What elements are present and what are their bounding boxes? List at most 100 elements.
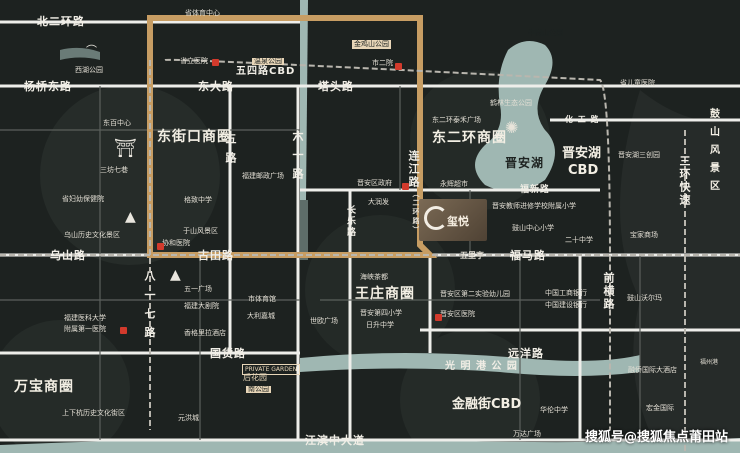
road-label-guohuo: 国货路 [210, 347, 246, 360]
hospital-icon [155, 240, 164, 251]
poi-fujian-ydx2: 附属第一医院 [64, 325, 106, 333]
poi-sheng-ertong: 省儿童医院 [620, 79, 655, 87]
district-gushan-5: 区 [710, 181, 721, 192]
jinan-lake [475, 41, 555, 192]
poi-sheng-fuyou: 省妇幼保健院 [62, 195, 104, 203]
road-label-bayiqi: 八 一 七 路 [143, 270, 156, 340]
road-label-fuxin: 福新路 [520, 185, 551, 195]
road-label-jiangbin: 江滨中大道 [305, 434, 365, 447]
district-gushan-3: 风 [710, 145, 721, 156]
district-wangzhuang: 王庄商圈 [355, 286, 415, 302]
poi-private-garden: PRIVATE GARDEN [242, 364, 301, 375]
poi-fujian-ydx: 福建医科大学 [64, 314, 106, 322]
river [300, 0, 308, 200]
tower-icon: ▲ [170, 267, 181, 283]
poi-xihu: 西湖公园 [75, 66, 103, 74]
poi-rongqiao: 融侨国际大酒店 [628, 366, 677, 374]
road-label-sanhuan: 三环快速 [678, 155, 691, 207]
poi-shier: 市二院 [372, 59, 393, 67]
ferris-wheel-icon: ✺ [505, 118, 519, 137]
poi-wanda: 万达广场 [513, 430, 541, 438]
poi-hongjin: 宏金国际 [646, 404, 674, 412]
project-name: 玺悦 [447, 215, 469, 228]
road-label-yuanyang: 远洋路 [508, 347, 544, 360]
poi-yushan: 于山风景区 [183, 227, 218, 235]
pin-icon [400, 180, 409, 191]
road-label-wulizhen: 五里亭 [460, 251, 484, 260]
road-label-lianjiang-sub: （二环路） [412, 190, 420, 235]
poi-haixia: 海峡茶都 [360, 273, 388, 281]
hospital-icon [118, 324, 127, 335]
project-logo-icon [424, 206, 448, 230]
poi-jinan-er: 晋安区第二实验幼儿园 [440, 290, 510, 298]
poi-dali: 大利嘉城 [247, 312, 275, 320]
road-label-lianjiang: 连江路 [407, 150, 420, 189]
guangming-river [300, 353, 640, 376]
road-label-tatou: 塔头路 [318, 80, 354, 93]
poi-baojia: 宝家商场 [630, 231, 658, 239]
project-marker[interactable]: 玺悦 [419, 199, 487, 241]
poi-dongbai: 东百中心 [103, 119, 131, 127]
river [300, 200, 308, 260]
poi-xiangge: 香格里拉酒店 [184, 329, 226, 337]
poi-rishengzhong: 日升中学 [366, 321, 394, 329]
second-ring-road [147, 15, 438, 258]
poi-jinan-yy: 晋安区医院 [440, 310, 475, 318]
poi-jinan-gy: 南公园 [246, 385, 271, 393]
district-wanbao: 万宝商圈 [14, 379, 74, 395]
poi-gushan-zhong: 鼓山中心小学 [512, 224, 554, 232]
hospital-icon [433, 311, 442, 322]
poi-sheng-tiyu: 省体育中心 [185, 9, 220, 17]
hospital-icon [393, 60, 402, 71]
mountain-area [620, 90, 740, 453]
poi-jinniushan: 金鸡山公园 [352, 40, 391, 49]
poi-shijie: 世欧广场 [310, 317, 338, 325]
district-gushan-2: 山 [710, 127, 721, 138]
road-label-liulu: 六 一 路 [291, 130, 304, 181]
poi-jinan-shida: 晋安教师进修学校附属小学 [492, 202, 576, 210]
district-jinanhu-cbd-2: CBD [568, 163, 599, 178]
pagoda-icon: ▲ [125, 209, 136, 225]
bridge-icon: ⌒ [86, 44, 97, 57]
road-label-guangminggang: 光 明 港 公 园 [445, 361, 518, 372]
poi-yonghui: 永辉超市 [440, 180, 468, 188]
watermark: 搜狐号@搜狐焦点莆田站 [584, 430, 728, 445]
poi-gushan-woer: 鼓山沃尔玛 [627, 294, 662, 302]
poi-jinan-sansheng: 晋安湖三创园 [618, 151, 660, 159]
poi-dongerhuan-taihe: 东二环泰禾广场 [432, 116, 481, 124]
poi-fujian-daju: 福建大剧院 [184, 302, 219, 310]
poi-hecheng: 鹤林生态公园 [490, 99, 532, 107]
road-label-fuma: 福马路 [510, 249, 546, 262]
west-lake [60, 47, 100, 60]
poi-gecheng: 格致中学 [184, 196, 212, 204]
poi-yuanhong: 元洪城 [178, 414, 199, 422]
road-label-wusi-cbd: 五四路CBD [236, 66, 296, 77]
district-jinanhu: 晋安湖 [505, 156, 545, 170]
poi-huichuan: 华伦中学 [540, 406, 568, 414]
poi-houyuan: 后花园 [243, 373, 267, 382]
poi-zhongguo-js: 中国建设银行 [545, 301, 587, 309]
district-dongerhuan: 东二环商圈 [432, 130, 507, 146]
hospital-icon [210, 56, 219, 67]
district-dongjiekou: 东街口商圈 [157, 129, 232, 145]
road-label-wulu: 五 路 [224, 133, 237, 165]
poi-zhongguo-gs: 中国工商银行 [545, 289, 587, 297]
road-label-wushan: 乌山路 [50, 249, 86, 262]
poi-xiehe: 协和医院 [162, 239, 190, 247]
metro-lines [0, 58, 740, 453]
road-label-dongda: 东大路 [198, 80, 234, 93]
poi-fuzhou-gang: 福州港 [700, 359, 719, 366]
minjiang-river [0, 438, 740, 453]
road-label-yangqiao-east: 杨桥东路 [24, 80, 72, 93]
district-gushan-1: 鼓 [710, 109, 721, 120]
district-gushan-4: 景 [710, 163, 721, 174]
poi-sanfang: 三坊七巷 [100, 166, 128, 174]
poi-wushan-lishi: 乌山历史文化景区 [64, 231, 120, 239]
pagoda-icon: ⛩ [114, 138, 137, 159]
poi-niuganshan: 牛岗山公园 [528, 29, 563, 37]
poi-ershi-zhong: 二十中学 [565, 236, 593, 244]
road-label-changle: 长乐路 [345, 205, 355, 238]
road-label-huagong: 化 工 路 [565, 115, 600, 124]
